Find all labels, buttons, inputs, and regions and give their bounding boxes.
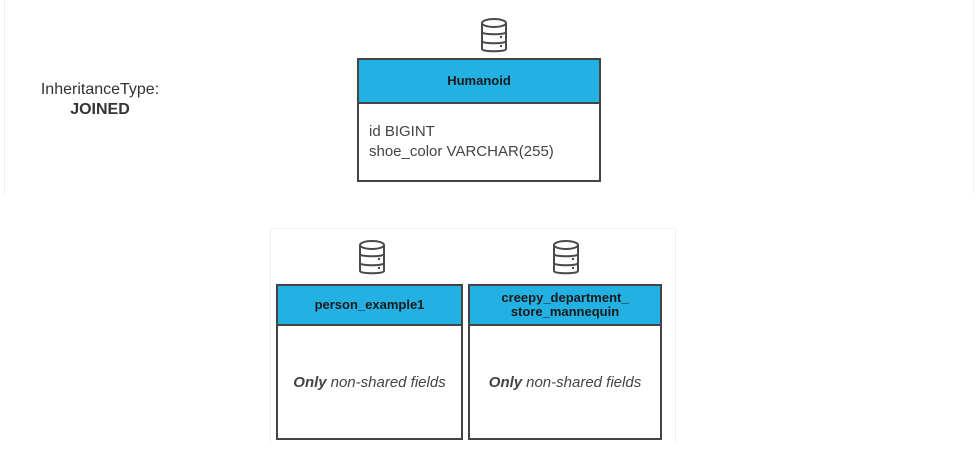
note-emphasis: Only <box>488 373 523 391</box>
database-icon-svg <box>481 18 507 53</box>
entity-header: person_example1 <box>278 286 461 326</box>
entity-header-line2: store_mannequin <box>510 304 620 319</box>
entity-creepy-department-store-mannequin[interactable]: creepy_department_ store_mannequin Only … <box>468 284 662 440</box>
database-icon <box>551 239 581 277</box>
entity-header: Humanoid <box>359 60 599 104</box>
entity-note: Only non-shared fields <box>470 326 660 438</box>
field-id: id BIGINT <box>369 123 435 140</box>
inheritance-type-key: InheritanceType: <box>40 81 160 98</box>
field-shoe-color: shoe_color VARCHAR(255) <box>369 143 554 160</box>
entity-header: creepy_department_ store_mannequin <box>470 286 660 326</box>
entity-fields: id BIGINT shoe_color VARCHAR(255) <box>359 104 599 162</box>
note-text: non-shared fields <box>526 373 642 391</box>
entity-humanoid[interactable]: Humanoid id BIGINT shoe_color VARCHAR(25… <box>357 58 601 182</box>
database-icon-svg <box>553 240 579 275</box>
entity-note: Only non-shared fields <box>278 326 461 438</box>
note-emphasis: Only <box>293 373 327 391</box>
note-text: non-shared fields <box>330 373 446 391</box>
database-icon-svg <box>359 240 385 275</box>
inheritance-type-label: InheritanceType: JOINED <box>20 80 180 120</box>
inheritance-type-value: JOINED <box>70 101 130 118</box>
database-icon <box>357 239 387 277</box>
top-panel <box>4 0 974 194</box>
entity-person-example1[interactable]: person_example1 Only non-shared fields <box>276 284 463 440</box>
entity-header-line1: creepy_department_ <box>501 290 629 305</box>
bottom-panel <box>270 228 676 442</box>
database-icon <box>479 17 509 55</box>
